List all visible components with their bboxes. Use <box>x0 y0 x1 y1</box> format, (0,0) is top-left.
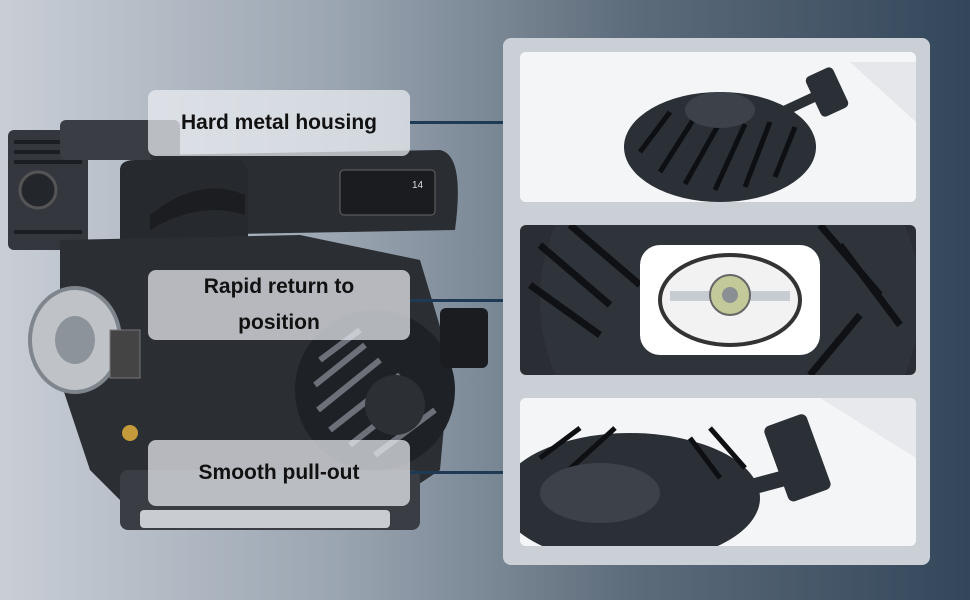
recoil-starter-closeup-image <box>520 225 916 375</box>
callout-smooth-pull-out: Smooth pull-out <box>148 440 410 506</box>
recoil-starter-handle-image <box>520 398 916 546</box>
recoil-starter-top-image <box>520 52 916 202</box>
callout-label: Hard metal housing <box>180 111 378 134</box>
engine-badge: 14 <box>412 180 424 191</box>
leader-line-pullout <box>410 471 520 474</box>
callout-label: Rapid return to position <box>203 275 355 334</box>
leader-line-return <box>410 299 520 302</box>
callout-hard-metal-housing: Hard metal housing <box>148 90 410 156</box>
leader-line-housing <box>410 121 520 124</box>
callout-rapid-return: Rapid return to position <box>148 270 410 340</box>
callout-label: Smooth pull-out <box>198 461 360 484</box>
